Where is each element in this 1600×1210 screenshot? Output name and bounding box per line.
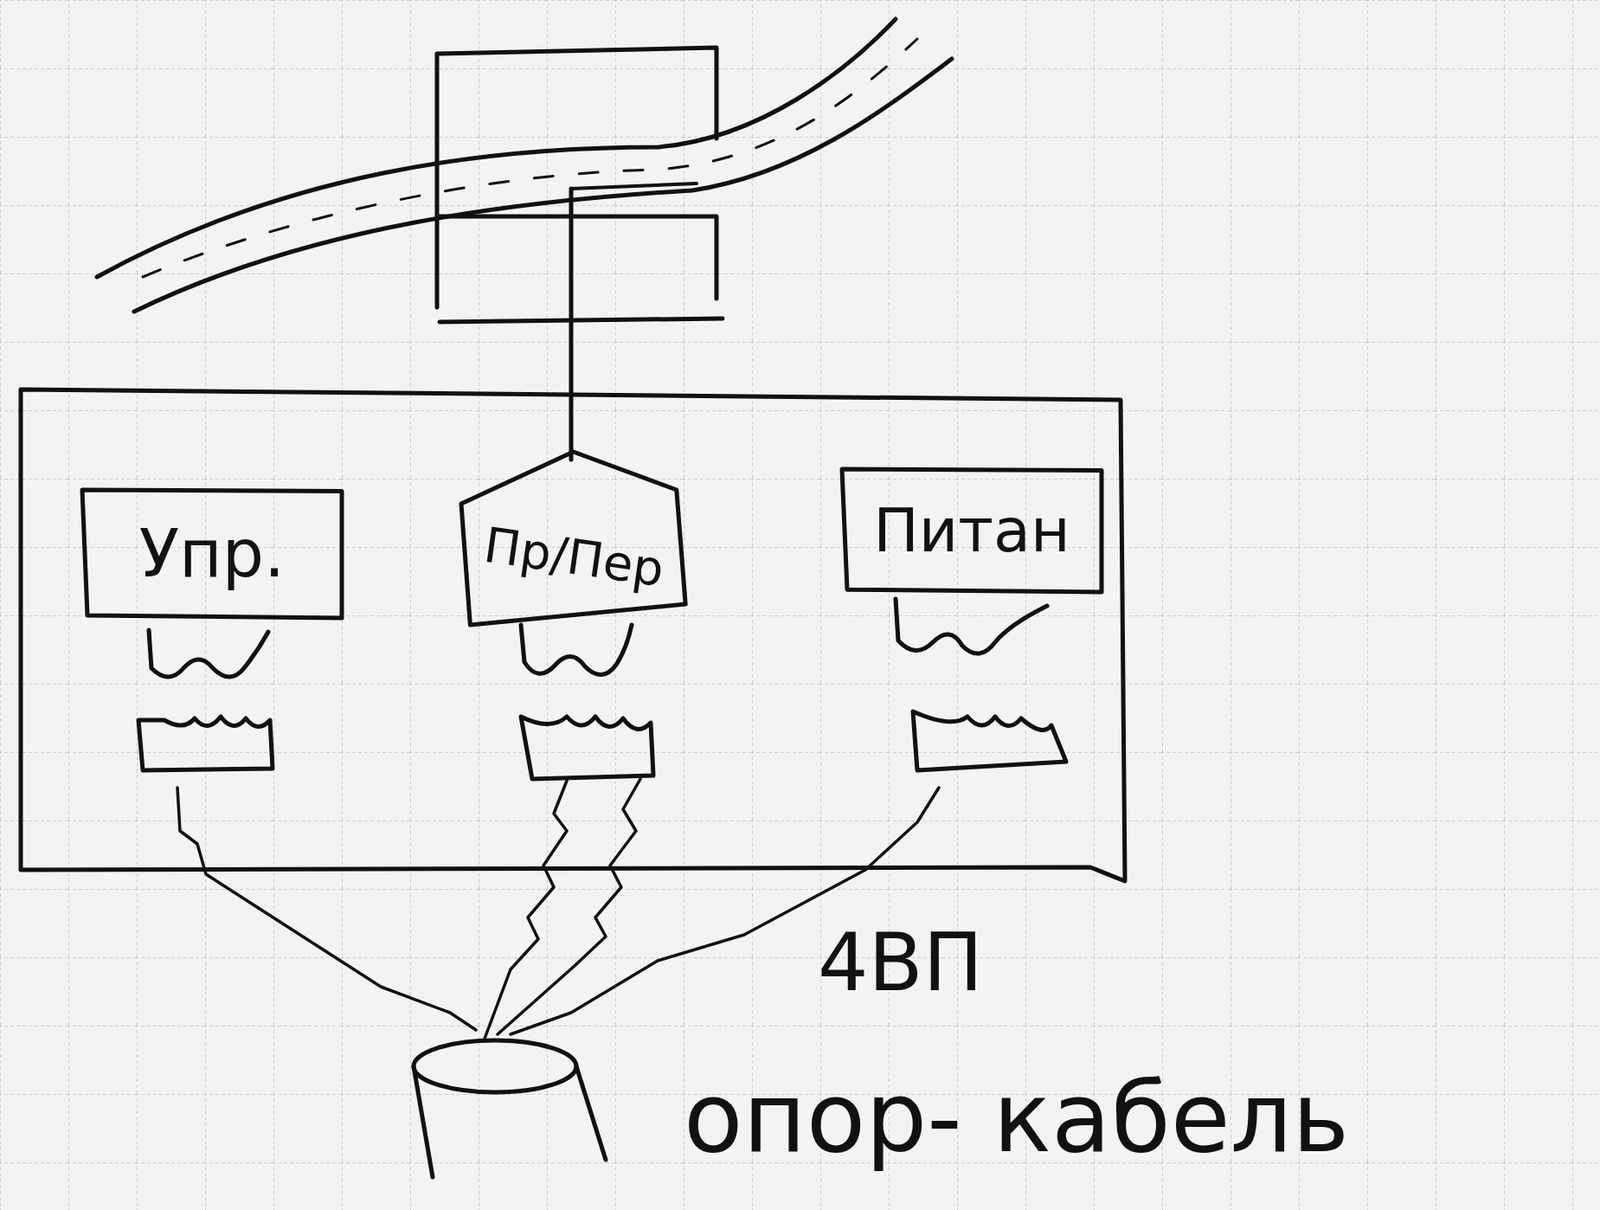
comb-symbol xyxy=(912,711,1067,771)
transceiver-box: Пр/Пер xyxy=(461,451,686,625)
module-box: Упр. xyxy=(82,489,342,618)
node-outline xyxy=(461,451,686,625)
node-outline xyxy=(82,489,342,618)
tower-box xyxy=(571,183,697,189)
tower-box xyxy=(436,47,723,322)
module-box: Питан xyxy=(841,469,1102,592)
node-outline xyxy=(841,469,1102,592)
wire xyxy=(177,787,476,1030)
handwritten-label: опор- кабель xyxy=(683,1064,1350,1171)
road-centerline xyxy=(142,38,918,277)
road-edge xyxy=(134,58,952,312)
coil-symbol xyxy=(148,629,269,677)
coil-symbol xyxy=(520,624,632,675)
cable-cylinder xyxy=(413,1066,606,1177)
wire xyxy=(497,778,641,1035)
wire xyxy=(569,188,574,460)
coil-symbol xyxy=(895,598,1048,654)
cable-cylinder xyxy=(413,1040,577,1093)
housing-outline xyxy=(20,389,1125,881)
handwritten-label: 4ВП xyxy=(817,918,984,1007)
node-text: Питан xyxy=(873,497,1071,565)
wire xyxy=(484,780,567,1039)
comb-symbol xyxy=(138,716,273,771)
comb-symbol xyxy=(520,716,654,779)
node-text: Пр/Пер xyxy=(480,518,667,597)
road-edge xyxy=(96,19,896,277)
node-text: Упр. xyxy=(139,517,285,591)
